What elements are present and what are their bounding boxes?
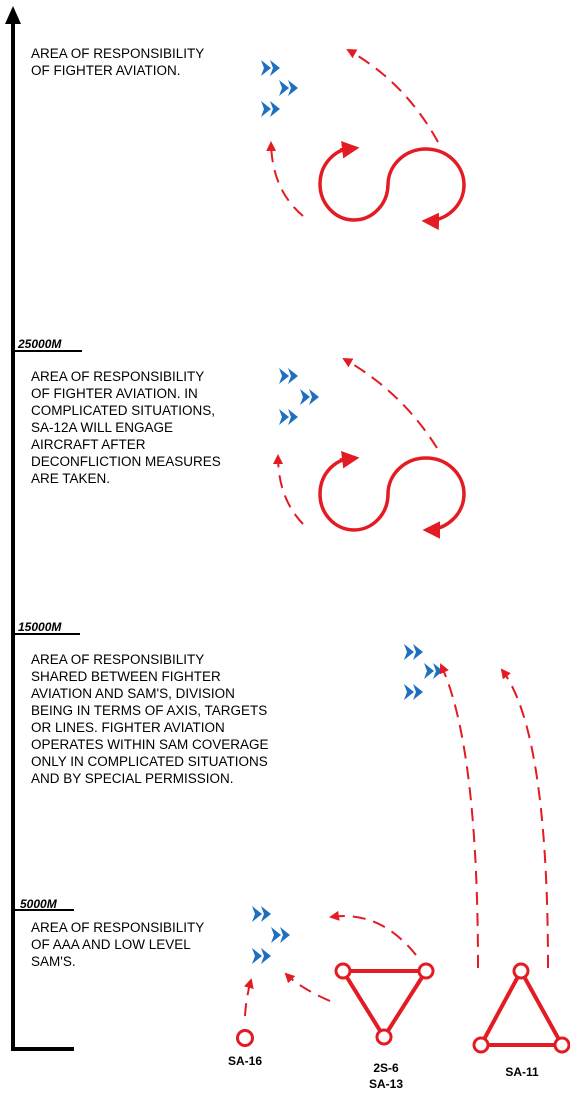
altitude-label-15000: 15000M <box>18 620 62 634</box>
band-description-high: AREA OF RESPONSIBILITY OF FIGHTER AVIATI… <box>31 46 204 78</box>
altitude-axis <box>5 6 74 1051</box>
description-line: SAM'S. <box>31 954 76 969</box>
s-curve-icon <box>318 141 466 231</box>
description-line: AREA OF RESPONSIBILITY <box>31 920 204 935</box>
aircraft-arrow-icon <box>279 409 298 425</box>
aircraft-arrow-icon <box>404 644 423 660</box>
dashed-arrow-icon <box>266 141 304 217</box>
description-line: AREA OF RESPONSIBILITY <box>31 46 204 61</box>
description-line: BEING IN TERMS OF AXIS, TARGETS <box>31 703 267 718</box>
aircraft-group-15000 <box>404 644 443 700</box>
band-description-25000: AREA OF RESPONSIBILITY OF FIGHTER AVIATI… <box>31 369 221 486</box>
system-label-2s6: 2S-6 <box>373 1061 399 1075</box>
aircraft-group-5000 <box>252 906 290 964</box>
aircraft-arrow-icon <box>252 906 271 922</box>
description-line: AREA OF RESPONSIBILITY <box>31 652 204 667</box>
dashed-arrow-icon <box>273 454 304 525</box>
system-label-sa11: SA-11 <box>505 1065 539 1079</box>
description-line: ONLY IN COMPLICATED SITUATIONS <box>31 754 268 769</box>
dashed-arrow-icon <box>284 972 331 1002</box>
band-description-5000: AREA OF RESPONSIBILITY OF AAA AND LOW LE… <box>31 920 204 969</box>
description-line: OR LINES. FIGHTER AVIATION <box>31 720 225 735</box>
aircraft-arrow-icon <box>279 368 298 384</box>
dashed-arrow-icon <box>329 910 417 956</box>
aircraft-arrow-icon <box>279 80 298 96</box>
description-line: OPERATES WITHIN SAM COVERAGE <box>31 737 269 752</box>
small-circle-icon <box>236 1029 254 1047</box>
description-line: SHARED BETWEEN FIGHTER <box>31 669 221 684</box>
aircraft-arrow-icon <box>300 389 319 405</box>
aircraft-arrow-icon <box>261 101 280 117</box>
description-line: AND BY SPECIAL PERMISSION. <box>31 771 234 786</box>
aircraft-arrow-icon <box>404 684 423 700</box>
band-description-15000: AREA OF RESPONSIBILITY SHARED BETWEEN FI… <box>31 652 269 786</box>
aircraft-arrow-icon <box>271 927 290 943</box>
aircraft-group-high <box>261 60 298 117</box>
system-label-sa13: SA-13 <box>369 1077 403 1091</box>
description-line: OF FIGHTER AVIATION. <box>31 63 181 78</box>
triangle-launcher-icon <box>334 962 435 1046</box>
description-line: AIRCRAFT AFTER <box>31 437 146 452</box>
aircraft-group-25000 <box>279 368 319 425</box>
dashed-arrow-icon <box>500 668 549 969</box>
triangle-launcher-icon <box>472 962 570 1054</box>
description-line: ARE TAKEN. <box>31 471 110 486</box>
description-line: OF FIGHTER AVIATION. IN <box>31 386 198 401</box>
aircraft-arrow-icon <box>424 663 443 679</box>
altitude-label-25000: 25000M <box>17 337 62 351</box>
description-line: COMPLICATED SITUATIONS, <box>31 403 215 418</box>
system-label-sa16: SA-16 <box>228 1054 262 1068</box>
description-line: AREA OF RESPONSIBILITY <box>31 369 204 384</box>
description-line: DECONFLICTION MEASURES <box>31 454 221 469</box>
axis-arrow-icon <box>5 6 21 24</box>
dashed-arrow-icon <box>439 663 479 969</box>
dashed-arrow-icon <box>342 358 438 449</box>
description-line: AVIATION AND SAM'S, DIVISION <box>31 686 235 701</box>
altitude-label-5000: 5000M <box>20 897 58 911</box>
dashed-arrow-icon <box>346 49 439 143</box>
aircraft-arrow-icon <box>261 60 280 76</box>
dashed-arrow-icon <box>244 978 254 1017</box>
s-curve-icon <box>318 451 466 539</box>
description-line: OF AAA AND LOW LEVEL <box>31 937 191 952</box>
description-line: SA-12A WILL ENGAGE <box>31 420 173 435</box>
aircraft-arrow-icon <box>252 948 271 964</box>
